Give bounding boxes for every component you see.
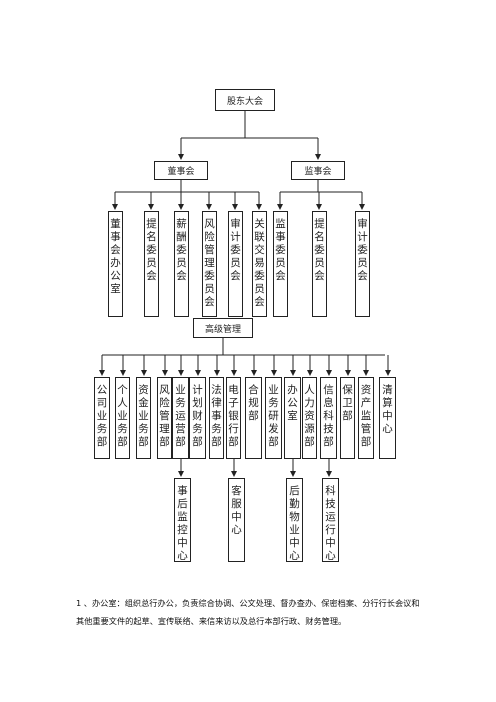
- department-box-label: 资产监管部: [360, 384, 372, 448]
- board-committee-box-label: 薪酬委员会: [176, 218, 187, 282]
- supervisory-committee-box-label: 提名委员会: [314, 218, 325, 282]
- department-box-label: 人力资源部: [304, 384, 315, 448]
- sub-center-box-label: 事后监控中心: [177, 485, 188, 562]
- supervisory-committee-box: 审计委员会: [355, 211, 370, 317]
- senior-management-box: 高级管理: [193, 318, 253, 338]
- board-committee-box: 审计委员会: [228, 211, 243, 317]
- department-box-label: 清算中心: [382, 384, 393, 435]
- department-box: 合规部: [245, 377, 262, 459]
- department-box-label: 合规部: [248, 384, 259, 422]
- department-box-label: 公司业务部: [96, 384, 108, 448]
- department-box: 信息科技部: [320, 377, 337, 459]
- department-box-label: 风险管理部: [159, 384, 170, 448]
- board-committee-box: 提名委员会: [144, 211, 159, 317]
- board-committee-box: 关联交易委员会: [252, 211, 267, 317]
- board-of-directors-label: 董事会: [167, 167, 195, 177]
- supervisory-committee-box: 提名委员会: [312, 211, 327, 317]
- department-box: 业务研发部: [265, 377, 282, 459]
- department-box: 电子银行部: [226, 377, 241, 459]
- sub-center-box: 客服中心: [228, 478, 245, 562]
- board-committee-box-label: 关联交易委员会: [254, 218, 265, 308]
- department-box-label: 资金业务部: [138, 384, 149, 448]
- board-committee-box: 风险管理委员会: [202, 211, 217, 317]
- department-box-label: 电子银行部: [228, 384, 239, 448]
- department-box: 计划财务部: [189, 377, 206, 459]
- board-of-directors-box: 董事会: [154, 161, 208, 180]
- department-box: 风险管理部: [157, 377, 172, 459]
- sub-center-box: 科技运行中心: [322, 478, 339, 562]
- board-committee-box-label: 提名委员会: [146, 218, 157, 282]
- department-box: 公司业务部: [94, 377, 110, 459]
- board-committee-box-label: 风险管理委员会: [204, 218, 215, 308]
- sub-center-box: 后勤物业中心: [286, 478, 303, 562]
- department-box-label: 业务运营部: [175, 384, 186, 448]
- sub-center-box-label: 科技运行中心: [325, 485, 336, 562]
- board-of-supervisors-box: 监事会: [291, 161, 345, 180]
- department-box: 法律事务部: [209, 377, 224, 459]
- supervisory-committee-box-label: 监事委员会: [275, 218, 286, 282]
- department-box: 资金业务部: [136, 377, 151, 459]
- board-committee-box-label: 审计委员会: [230, 218, 241, 282]
- department-box-label: 业务研发部: [268, 384, 279, 448]
- board-committee-box-label: 董事会办公室: [110, 218, 121, 295]
- department-box-label: 办公室: [287, 384, 298, 422]
- supervisory-committee-box: 监事委员会: [273, 211, 288, 317]
- department-box-label: 个人业务部: [117, 384, 128, 448]
- department-box: 人力资源部: [302, 377, 317, 459]
- shareholders-meeting-label: 股东大会: [226, 96, 263, 107]
- department-box: 保卫部: [340, 377, 355, 459]
- department-box: 个人业务部: [115, 377, 130, 459]
- department-box: 办公室: [284, 377, 301, 459]
- sub-center-box-label: 后勤物业中心: [289, 485, 300, 562]
- footnote-paragraph: 1 、办公室：组织总行办公，负责综合协调、公文处理、督办查办、保密档案、分行行长…: [76, 598, 420, 626]
- department-box-label: 保卫部: [342, 384, 353, 422]
- senior-management-label: 高级管理: [204, 324, 241, 335]
- department-box: 业务运营部: [172, 377, 189, 459]
- department-box-label: 计划财务部: [192, 384, 203, 448]
- department-box-label: 信息科技部: [323, 384, 334, 448]
- department-box-label: 法律事务部: [211, 384, 222, 448]
- supervisory-committee-box-label: 审计委员会: [357, 218, 368, 282]
- department-box: 清算中心: [379, 377, 396, 459]
- sub-center-box-label: 客服中心: [231, 485, 242, 536]
- board-committee-box: 薪酬委员会: [174, 211, 189, 317]
- board-of-supervisors-label: 监事会: [304, 167, 332, 177]
- sub-center-box: 事后监控中心: [174, 478, 191, 562]
- shareholders-meeting-box: 股东大会: [215, 89, 275, 111]
- department-box: 资产监管部: [358, 377, 374, 459]
- board-committee-box: 董事会办公室: [108, 211, 123, 317]
